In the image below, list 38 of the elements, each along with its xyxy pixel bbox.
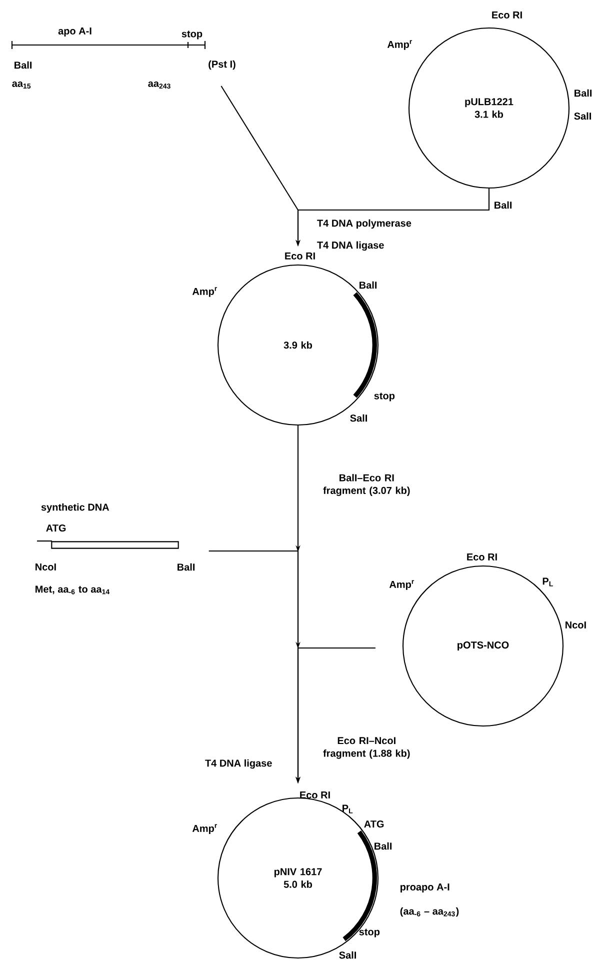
enzyme-label: T4 DNA polymerase (317, 219, 412, 229)
site-label: P$_{L}$ (542, 578, 553, 586)
site-label: Met, aa$_{-6}$ to aa$_{14}$ (36, 586, 110, 594)
site-label: BalI (374, 842, 392, 850)
enzyme-label: T4 DNA ligase (317, 241, 384, 251)
site-label: ATG (46, 524, 66, 532)
site-label: BalI (494, 201, 512, 209)
site-label: SalI (574, 112, 591, 120)
site-label: aa$_{15}$ (12, 81, 31, 89)
edge-label: Eco RI–NcoI fragment (1.88 kb) (323, 737, 410, 759)
site-label: BalI (178, 563, 195, 571)
site-label: P$_{L}$ (342, 804, 353, 814)
site-label: NcoI (36, 564, 56, 570)
site-label: Amp$^{r}$ (192, 287, 218, 297)
site-label: Amp$^{r}$ (389, 580, 414, 590)
site-label: stop (374, 392, 395, 402)
site-label: Eco RI (467, 554, 497, 560)
fragment-label: synthetic DNA (41, 503, 110, 513)
site-label: SalI (350, 414, 367, 422)
site-label: (Pst I) (208, 60, 236, 70)
site-label: Eco RI (285, 252, 315, 260)
site-label: BalI (574, 89, 592, 97)
site-label: NcoI (566, 622, 586, 628)
enzyme-label: T4 DNA ligase (205, 759, 272, 769)
site-label: Eco RI (492, 12, 522, 18)
fragment-label: apo A-I (58, 28, 92, 36)
site-label: BalI (360, 281, 377, 289)
site-label: proapo A-I (400, 884, 450, 892)
site-label: aa$_{243}$ (148, 81, 170, 89)
site-label: Amp$^{r}$ (387, 40, 412, 50)
edge-label: BalI–Eco RI fragment (3.07 kb) (323, 474, 410, 496)
fragment-label: stop (182, 30, 202, 40)
site-label: BalI (14, 61, 32, 69)
site-label: (aa$_{-6}$ – aa$_{243}$) (400, 907, 459, 917)
site-label: Amp$^{r}$ (192, 824, 218, 834)
site-label: ATG (364, 820, 384, 828)
site-label: SalI (339, 951, 356, 959)
site-label: stop (359, 928, 380, 938)
